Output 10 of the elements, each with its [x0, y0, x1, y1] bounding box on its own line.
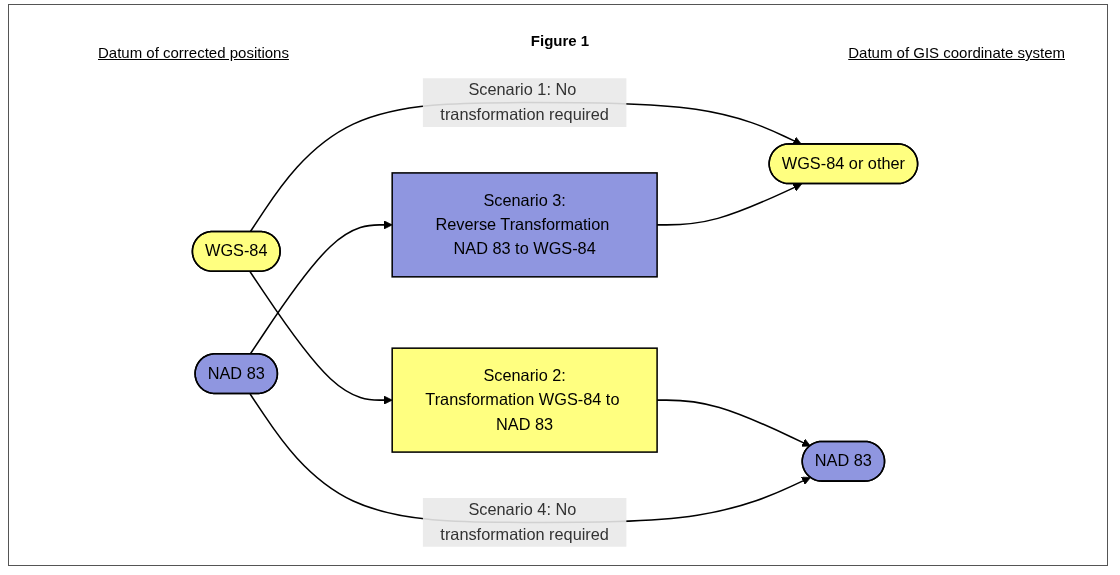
edge-label: Scenario 1: No transformation required: [440, 81, 609, 123]
node-box: Scenario 3: Reverse Transformation NAD 83 to WGS-84: [391, 172, 658, 278]
node-box: Scenario 2: Transformation WGS-84 to NAD 83: [391, 347, 658, 453]
edge-label: Scenario 4: No transformation required: [440, 501, 609, 543]
arrow: [249, 270, 393, 405]
arrow: [249, 101, 802, 233]
column-heading: Datum of corrected positions: [98, 44, 289, 61]
arrow: [249, 393, 811, 524]
figure-title: Figure 1: [529, 32, 591, 49]
column-heading: Datum of GIS coordinate system: [848, 44, 1065, 61]
